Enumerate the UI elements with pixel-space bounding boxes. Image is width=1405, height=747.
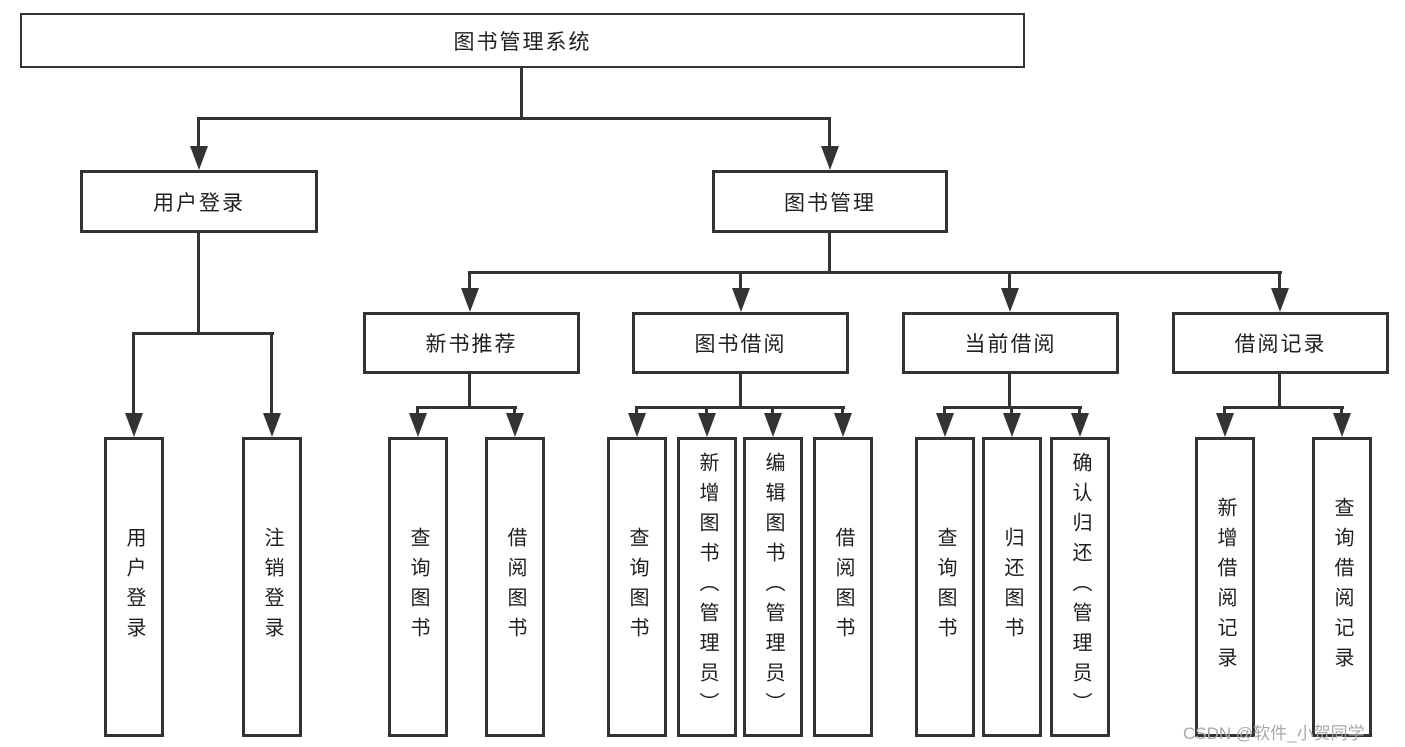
connector-line xyxy=(1278,374,1281,407)
node-label: 查询图书 xyxy=(407,527,429,647)
arrow-down-icon xyxy=(1333,413,1351,437)
connector-line xyxy=(1223,406,1344,409)
node-edit-book-admin: 编辑图书（管理员） xyxy=(743,437,803,737)
connector-line xyxy=(841,406,844,414)
arrow-down-icon xyxy=(628,413,646,437)
node-label: 图书管理系统 xyxy=(453,30,592,54)
connector-line xyxy=(771,406,774,414)
node-library-management-system: 图书管理系统 xyxy=(20,13,1025,68)
connector-line xyxy=(132,332,135,413)
arrow-down-icon xyxy=(834,413,852,437)
node-query-books-recommend: 查询图书 xyxy=(388,437,448,737)
node-label: 图书管理 xyxy=(784,191,876,215)
connector-line xyxy=(828,233,831,272)
connector-line xyxy=(1223,406,1226,414)
connector-line xyxy=(416,406,419,414)
arrow-down-icon xyxy=(190,146,208,170)
arrow-down-icon xyxy=(125,413,143,437)
connector-line xyxy=(1340,406,1343,414)
node-label: 借阅图书 xyxy=(504,527,526,647)
arrow-down-icon xyxy=(1271,288,1289,312)
arrow-down-icon xyxy=(764,413,782,437)
connector-line xyxy=(1278,271,1281,288)
arrow-down-icon xyxy=(698,413,716,437)
arrow-down-icon xyxy=(1071,413,1089,437)
arrow-down-icon xyxy=(461,288,479,312)
arrow-down-icon xyxy=(821,146,839,170)
node-label: 新增借阅记录 xyxy=(1214,497,1236,677)
node-user-login-action: 用户登录 xyxy=(104,437,164,737)
arrow-down-icon xyxy=(1216,413,1234,437)
connector-line xyxy=(468,374,471,407)
connector-line xyxy=(197,117,831,120)
connector-line xyxy=(943,406,946,414)
connector-line xyxy=(635,406,638,414)
connector-line xyxy=(828,117,831,146)
connector-line xyxy=(197,233,200,333)
connector-line xyxy=(520,68,523,118)
node-user-login: 用户登录 xyxy=(80,170,318,233)
connector-line xyxy=(513,406,516,414)
arrow-down-icon xyxy=(506,413,524,437)
node-label: 确认归还（管理员） xyxy=(1069,452,1091,722)
arrow-down-icon xyxy=(409,413,427,437)
node-borrow-books-borrowing: 借阅图书 xyxy=(813,437,873,737)
connector-line xyxy=(416,406,517,409)
arrow-down-icon xyxy=(936,413,954,437)
connector-line xyxy=(705,406,708,414)
node-book-management: 图书管理 xyxy=(712,170,948,233)
node-label: 图书借阅 xyxy=(694,333,787,356)
arrow-down-icon xyxy=(263,413,281,437)
node-label: 借阅图书 xyxy=(832,527,854,647)
node-label: 注销登录 xyxy=(261,527,283,647)
node-confirm-return-admin: 确认归还（管理员） xyxy=(1050,437,1110,737)
node-label: 查询图书 xyxy=(626,527,648,647)
csdn-watermark: CSDN @软件_小贺同学 xyxy=(1183,724,1365,743)
node-label: 归还图书 xyxy=(1001,527,1023,647)
node-label: 借阅记录 xyxy=(1234,333,1327,356)
connector-line xyxy=(635,406,845,409)
node-query-borrowing-record: 查询借阅记录 xyxy=(1312,437,1372,737)
node-query-books-current: 查询图书 xyxy=(915,437,975,737)
arrow-down-icon xyxy=(1003,413,1021,437)
connector-line xyxy=(197,117,200,146)
node-label: 用户登录 xyxy=(123,527,145,647)
connector-line xyxy=(739,374,742,407)
node-label: 当前借阅 xyxy=(964,333,1057,356)
node-add-book-admin: 新增图书（管理员） xyxy=(677,437,737,737)
node-label: 用户登录 xyxy=(153,191,245,215)
connector-line xyxy=(1008,271,1011,288)
connector-line xyxy=(132,332,274,335)
node-current-borrowing: 当前借阅 xyxy=(902,312,1119,374)
arrow-down-icon xyxy=(1001,288,1019,312)
arrow-down-icon xyxy=(732,288,750,312)
connector-line xyxy=(468,271,1282,274)
node-logout-action: 注销登录 xyxy=(242,437,302,737)
connector-line xyxy=(1010,406,1013,414)
node-query-books-borrowing: 查询图书 xyxy=(607,437,667,737)
node-borrowing-records: 借阅记录 xyxy=(1172,312,1389,374)
connector-line xyxy=(1008,374,1011,407)
node-return-books: 归还图书 xyxy=(982,437,1042,737)
node-label: 新增图书（管理员） xyxy=(696,452,718,722)
node-label: 查询借阅记录 xyxy=(1331,497,1353,677)
node-new-book-recommend: 新书推荐 xyxy=(363,312,580,374)
connector-line xyxy=(468,271,471,288)
node-borrow-books-recommend: 借阅图书 xyxy=(485,437,545,737)
connector-line xyxy=(270,332,273,413)
connector-line xyxy=(1078,406,1081,414)
node-label: 查询图书 xyxy=(934,527,956,647)
node-label: 编辑图书（管理员） xyxy=(762,452,784,722)
node-label: 新书推荐 xyxy=(425,333,518,356)
node-book-borrowing: 图书借阅 xyxy=(632,312,849,374)
connector-line xyxy=(739,271,742,288)
node-add-borrowing-record: 新增借阅记录 xyxy=(1195,437,1255,737)
